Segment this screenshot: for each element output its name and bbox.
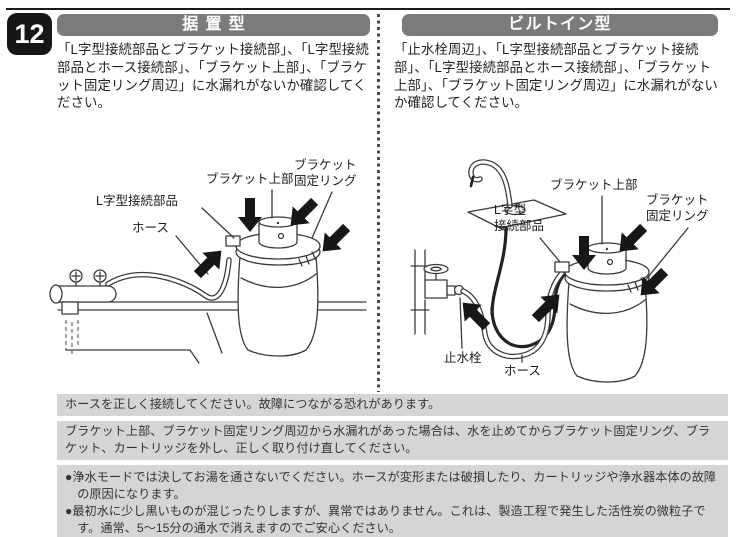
- builtin-type-diagram: ブラケット上部 ブラケット 固定リング L字型 接続部品 止水栓 ホース: [388, 148, 728, 392]
- caution-hot-water: ●浄水モードでは決してお湯を通さないでください。ホースが変形または破損したり、カ…: [65, 470, 717, 502]
- label-l-connector: L字型接続部品: [96, 194, 178, 208]
- notes-section: ホースを正しく接続してください。故障につながる恐れがあります。 ブラケット上部、…: [57, 394, 728, 537]
- section-body-standing: 「L字型接続部品とブラケット接続部」、「L字型接続部品とホース接続部」、「ブラケ…: [57, 42, 369, 111]
- label-bracket-top: ブラケット上部: [206, 172, 294, 186]
- label-bracket-ring: ブラケット 固定リング: [646, 193, 709, 223]
- section-title-standing: 据置型: [182, 16, 252, 33]
- purifier-unit: [554, 242, 650, 383]
- down-arrow-icon: [238, 198, 262, 232]
- column-divider: [377, 14, 380, 392]
- check-point-arrows: [193, 197, 351, 279]
- stop-valve-illustration: [410, 249, 465, 335]
- label-hose: ホース: [132, 221, 169, 235]
- note-leak-reinstall: ブラケット上部、ブラケット固定リング周辺から水漏れがあった場合は、水を止めてから…: [57, 421, 728, 461]
- top-rule: [6, 8, 730, 10]
- hose-illustration: [105, 257, 232, 301]
- down-arrow-icon: [572, 236, 596, 270]
- faucet-illustration: [49, 269, 117, 354]
- step-badge: 12: [7, 13, 52, 55]
- l-connector: [225, 235, 241, 247]
- section-header-standing: 据置型: [57, 14, 370, 36]
- up-left-arrow-icon: [462, 302, 491, 331]
- section-body-builtin: 「止水栓周辺」、「L字型接続部品とブラケット接続部」、「L字型接続部品とホース接…: [394, 42, 718, 111]
- down-left-arrow-icon: [322, 223, 351, 252]
- gooseneck-faucet-illustration: [467, 159, 567, 316]
- purifier-unit: [225, 216, 321, 357]
- builtin-diagram-art: [410, 159, 689, 383]
- l-connector: [554, 261, 570, 273]
- leader-lines: [459, 195, 689, 363]
- note-hose-connect: ホースを正しく接続してください。故障につながる恐れがあります。: [57, 394, 728, 417]
- label-hose: ホース: [504, 364, 541, 378]
- check-point-arrows: [462, 223, 669, 331]
- label-bracket-top: ブラケット上部: [550, 178, 638, 192]
- down-left-arrow-icon: [290, 197, 319, 226]
- down-left-arrow-icon: [619, 223, 648, 252]
- counter-lines: [57, 301, 367, 364]
- standing-diagram-art: [49, 189, 367, 364]
- step-number: 12: [14, 18, 45, 49]
- label-l-connector: L字型 接続部品: [494, 203, 545, 233]
- up-right-arrow-icon: [531, 294, 560, 323]
- down-left-arrow-icon: [640, 267, 669, 296]
- label-bracket-ring: ブラケット 固定リング: [294, 158, 357, 188]
- note-cautions: ●浄水モードでは決してお湯を通さないでください。ホースが変形または破損したり、カ…: [57, 465, 728, 537]
- section-title-builtin: ビルトイン型: [508, 16, 612, 33]
- standing-type-diagram: ブラケット 固定リング ブラケット上部 L字型接続部品 ホース: [36, 148, 370, 392]
- section-header-builtin: ビルトイン型: [402, 14, 718, 36]
- up-right-arrow-icon: [193, 250, 222, 279]
- caution-black-particles: ●最初水に少し黒いものが混じったりしますが、異常ではありません。これは、製造工程…: [65, 504, 706, 536]
- label-stop-valve: 止水栓: [444, 351, 482, 365]
